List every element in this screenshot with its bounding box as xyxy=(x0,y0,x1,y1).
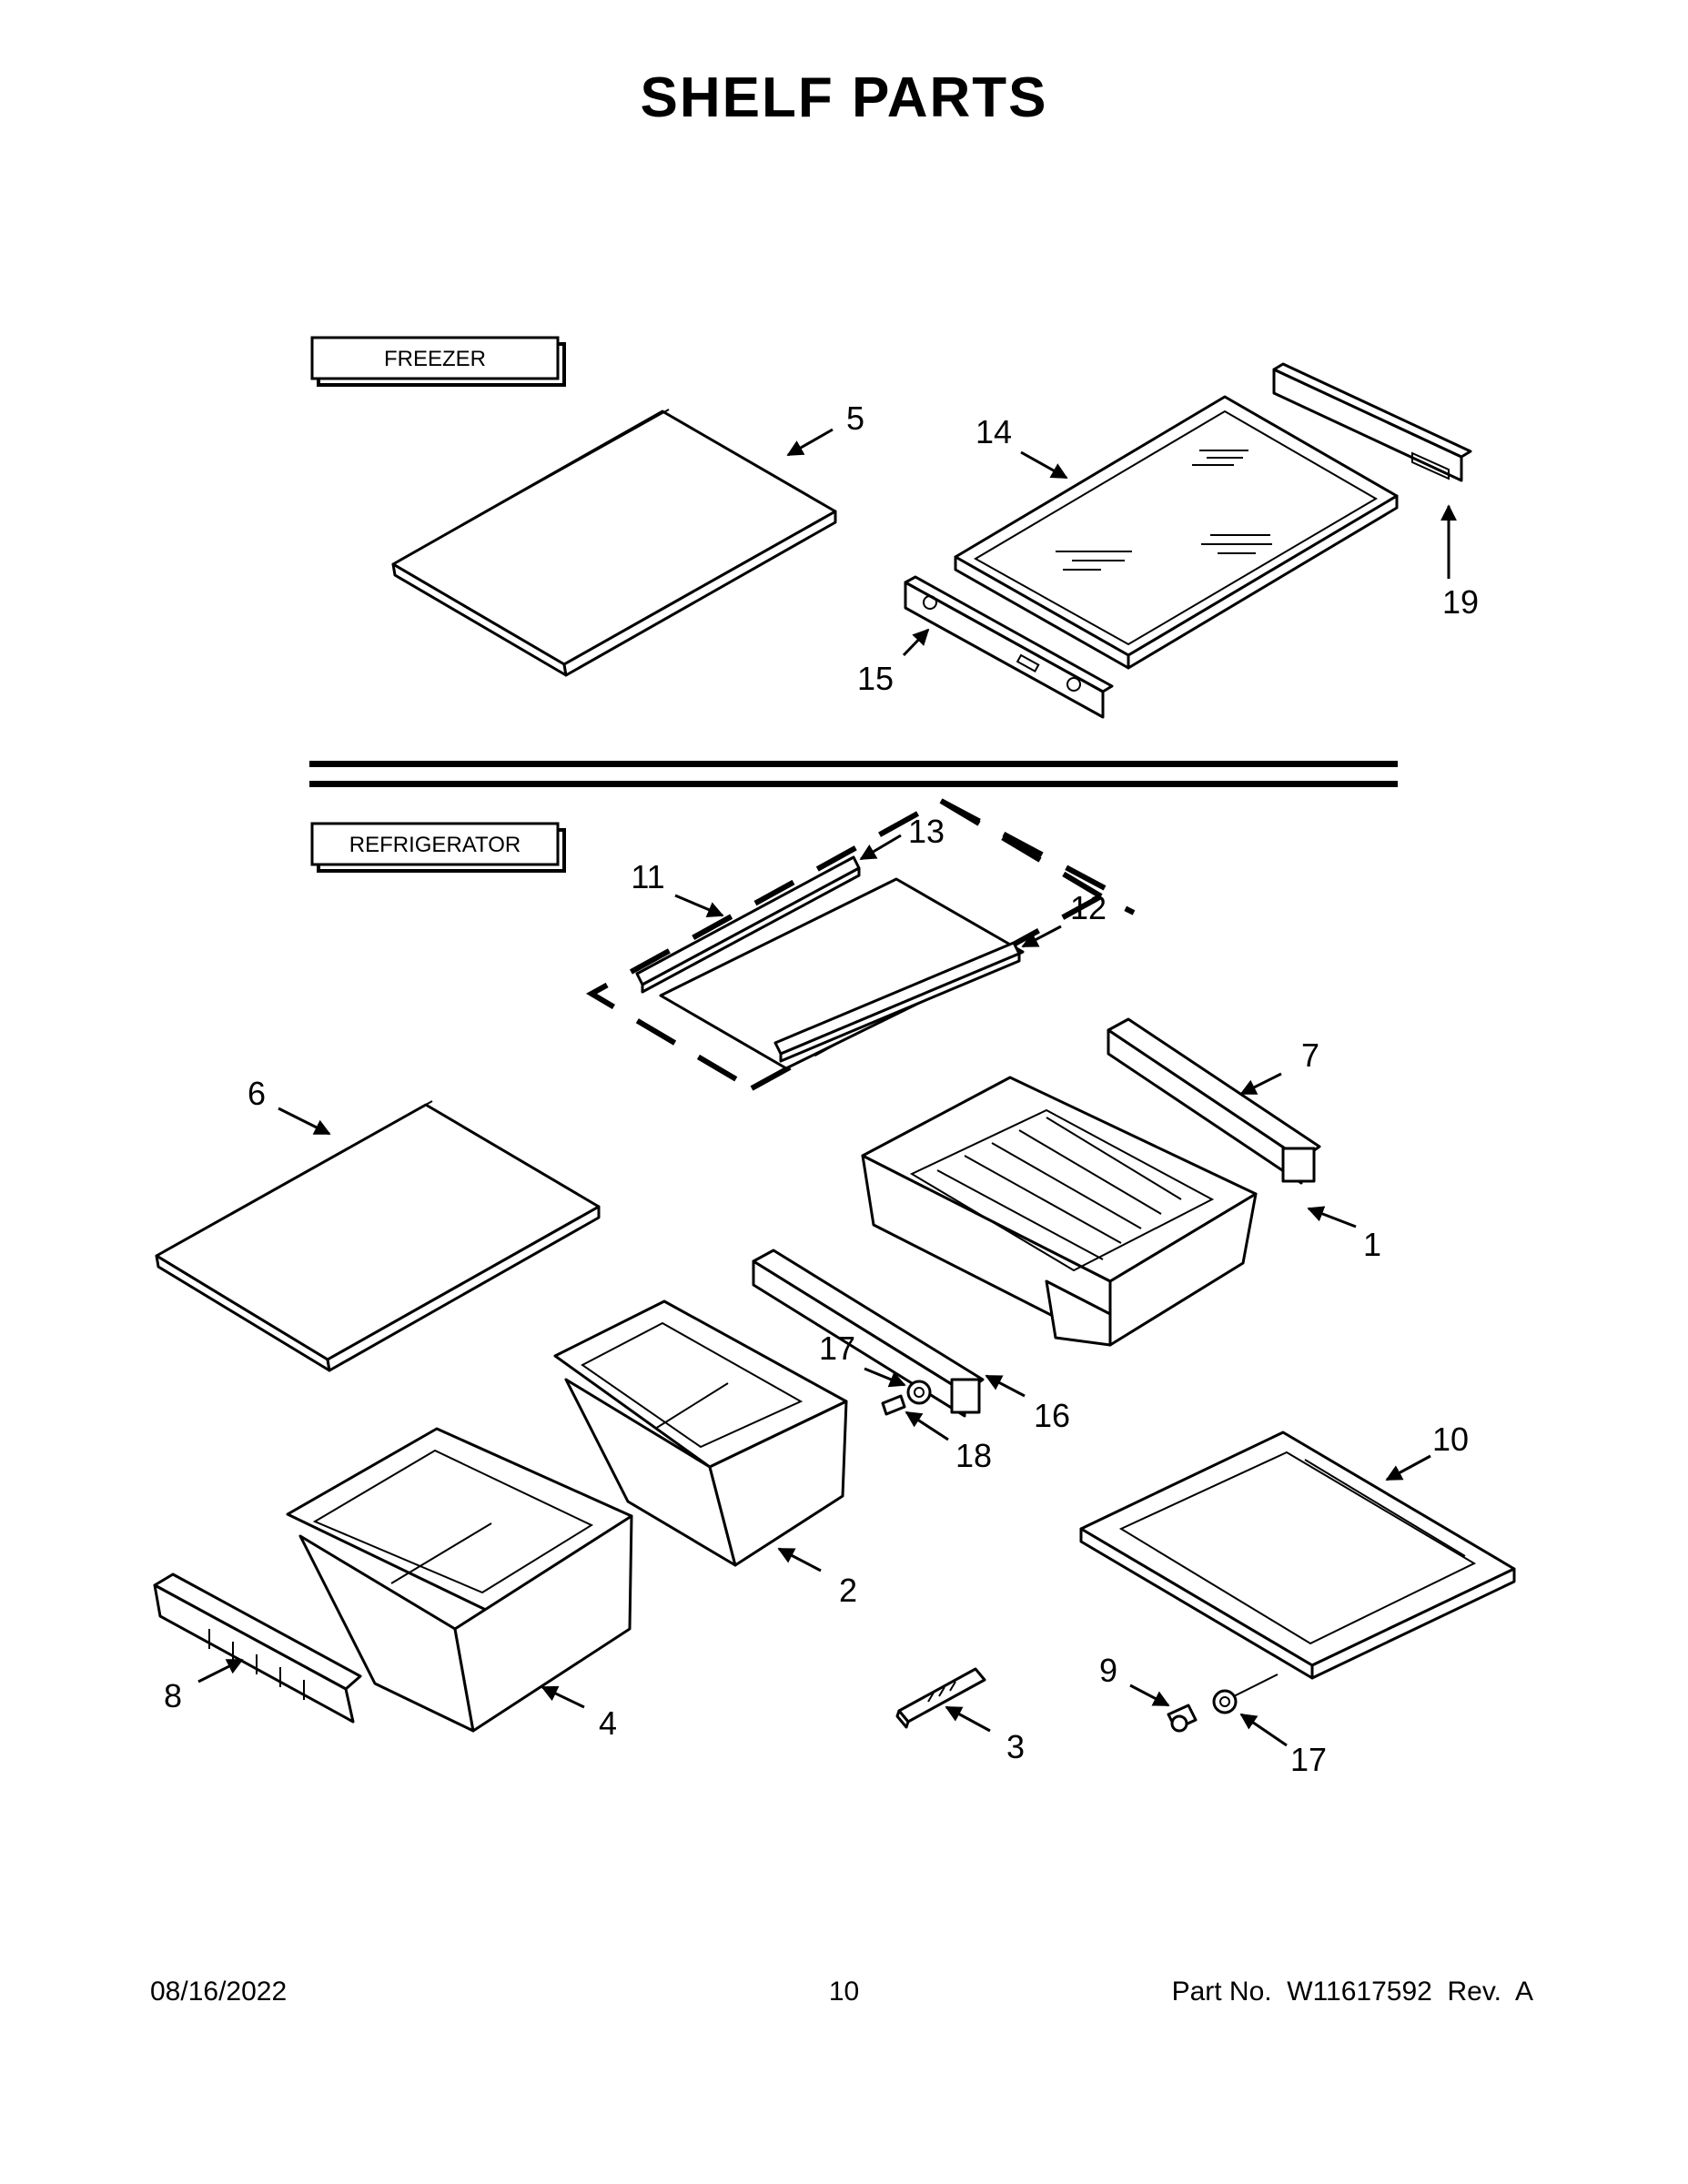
callout-4: 4 xyxy=(599,1704,617,1742)
leader-17a xyxy=(864,1367,906,1388)
leader-5 xyxy=(786,428,834,457)
part-15-front-trim xyxy=(904,575,1114,719)
leader-8 xyxy=(197,1658,244,1684)
part-3-clip xyxy=(895,1667,986,1729)
callout-17a: 17 xyxy=(819,1330,855,1367)
part-17-roller-upper xyxy=(906,1380,932,1405)
callout-3: 3 xyxy=(1006,1728,1025,1765)
part-12-side-rail xyxy=(773,941,1021,1063)
leader-18 xyxy=(905,1410,949,1441)
callout-16: 16 xyxy=(1034,1397,1070,1434)
callout-18: 18 xyxy=(955,1437,992,1474)
part-5-freezer-shelf xyxy=(391,409,837,677)
callout-6: 6 xyxy=(248,1075,266,1112)
callout-19: 19 xyxy=(1442,583,1479,621)
footer-page-number: 10 xyxy=(828,1977,860,2007)
callout-2: 2 xyxy=(839,1572,857,1609)
callout-10: 10 xyxy=(1432,1421,1469,1458)
callout-1: 1 xyxy=(1363,1226,1381,1263)
callout-8: 8 xyxy=(164,1677,182,1714)
leader-2 xyxy=(777,1547,822,1572)
part-13-glass-panel xyxy=(659,877,1025,1070)
callout-9: 9 xyxy=(1099,1652,1117,1689)
callout-15: 15 xyxy=(857,660,894,697)
leader-1 xyxy=(1307,1206,1357,1228)
part-4-crisper-drawer xyxy=(286,1427,633,1733)
part-11-side-rail xyxy=(635,855,861,994)
part-1-pan-drawer xyxy=(861,1076,1258,1347)
part-9-knob xyxy=(1167,1704,1198,1733)
leader-15 xyxy=(902,628,930,657)
callout-7: 7 xyxy=(1301,1036,1319,1074)
leader-16 xyxy=(985,1374,1026,1398)
callout-14: 14 xyxy=(975,413,1012,450)
part-14-glass-shelf xyxy=(954,395,1399,670)
freezer-section-label: FREEZER xyxy=(310,336,566,387)
callout-17b: 17 xyxy=(1290,1741,1327,1778)
shelf-assembly-dashed-outline xyxy=(585,797,1136,1091)
part-2-crisper-drawer xyxy=(553,1299,848,1567)
leader-4 xyxy=(541,1685,585,1709)
part-18-screw xyxy=(881,1394,906,1416)
part-6-refrigerator-shelf xyxy=(155,1100,601,1372)
leader-11 xyxy=(674,894,724,917)
part-19-rear-trim xyxy=(1272,362,1472,482)
part-8-crisper-slide xyxy=(153,1572,362,1724)
callout-13: 13 xyxy=(908,813,945,850)
page-title: SHELF PARTS xyxy=(640,66,1048,129)
freezer-label: FREEZER xyxy=(384,347,486,371)
callout-12: 12 xyxy=(1070,889,1107,926)
refrigerator-label: REFRIGERATOR xyxy=(349,833,521,857)
leader-12 xyxy=(1021,925,1062,948)
leader-13 xyxy=(859,834,902,861)
callout-5: 5 xyxy=(846,399,864,437)
refrigerator-section-label: REFRIGERATOR xyxy=(310,822,566,873)
leader-14 xyxy=(1020,450,1068,480)
leader-9 xyxy=(1129,1684,1170,1707)
callout-11: 11 xyxy=(631,858,664,895)
footer-part-number: Part No. W11617592 Rev. A xyxy=(1171,1977,1533,2007)
leader-3 xyxy=(945,1705,991,1733)
section-divider xyxy=(309,761,1398,787)
part-16-pan-slide xyxy=(752,1249,985,1418)
leader-10 xyxy=(1385,1454,1431,1481)
leader-17b xyxy=(1239,1713,1288,1747)
part-10-pan-cover xyxy=(1079,1431,1516,1680)
leader-7 xyxy=(1239,1072,1282,1096)
footer-date: 08/16/2022 xyxy=(150,1977,288,2007)
leader-6 xyxy=(278,1107,331,1136)
part-7-pan-slide xyxy=(1107,1017,1321,1185)
part-17-roller-lower xyxy=(1212,1673,1279,1714)
